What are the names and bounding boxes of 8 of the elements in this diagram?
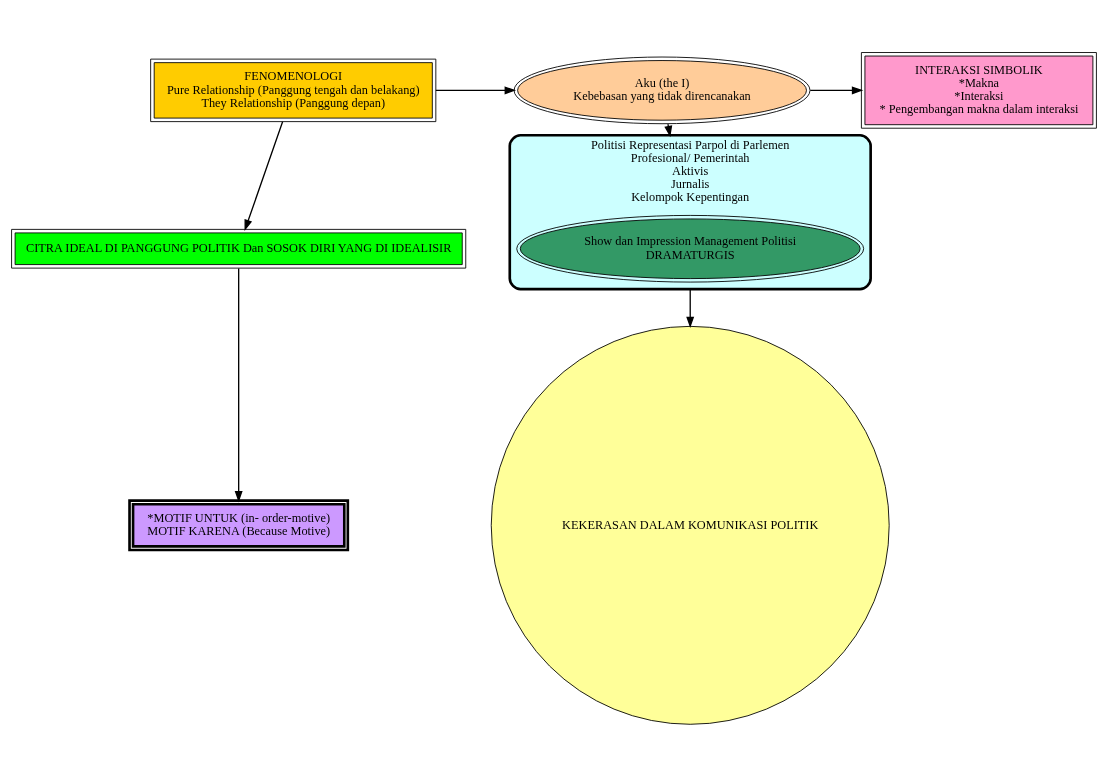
node-ellipse: Aku (the I) Kebebasan yang tidak direncanakan bbox=[513, 56, 811, 125]
arrow bbox=[809, 86, 864, 95]
arrow bbox=[686, 288, 695, 329]
arrow bbox=[244, 121, 284, 232]
arrow bbox=[435, 86, 517, 95]
node-circle: KEKERASAN DALAM KOMUNIKASI POLITIK bbox=[490, 325, 890, 725]
arrow bbox=[664, 123, 673, 138]
arrow bbox=[234, 267, 243, 503]
